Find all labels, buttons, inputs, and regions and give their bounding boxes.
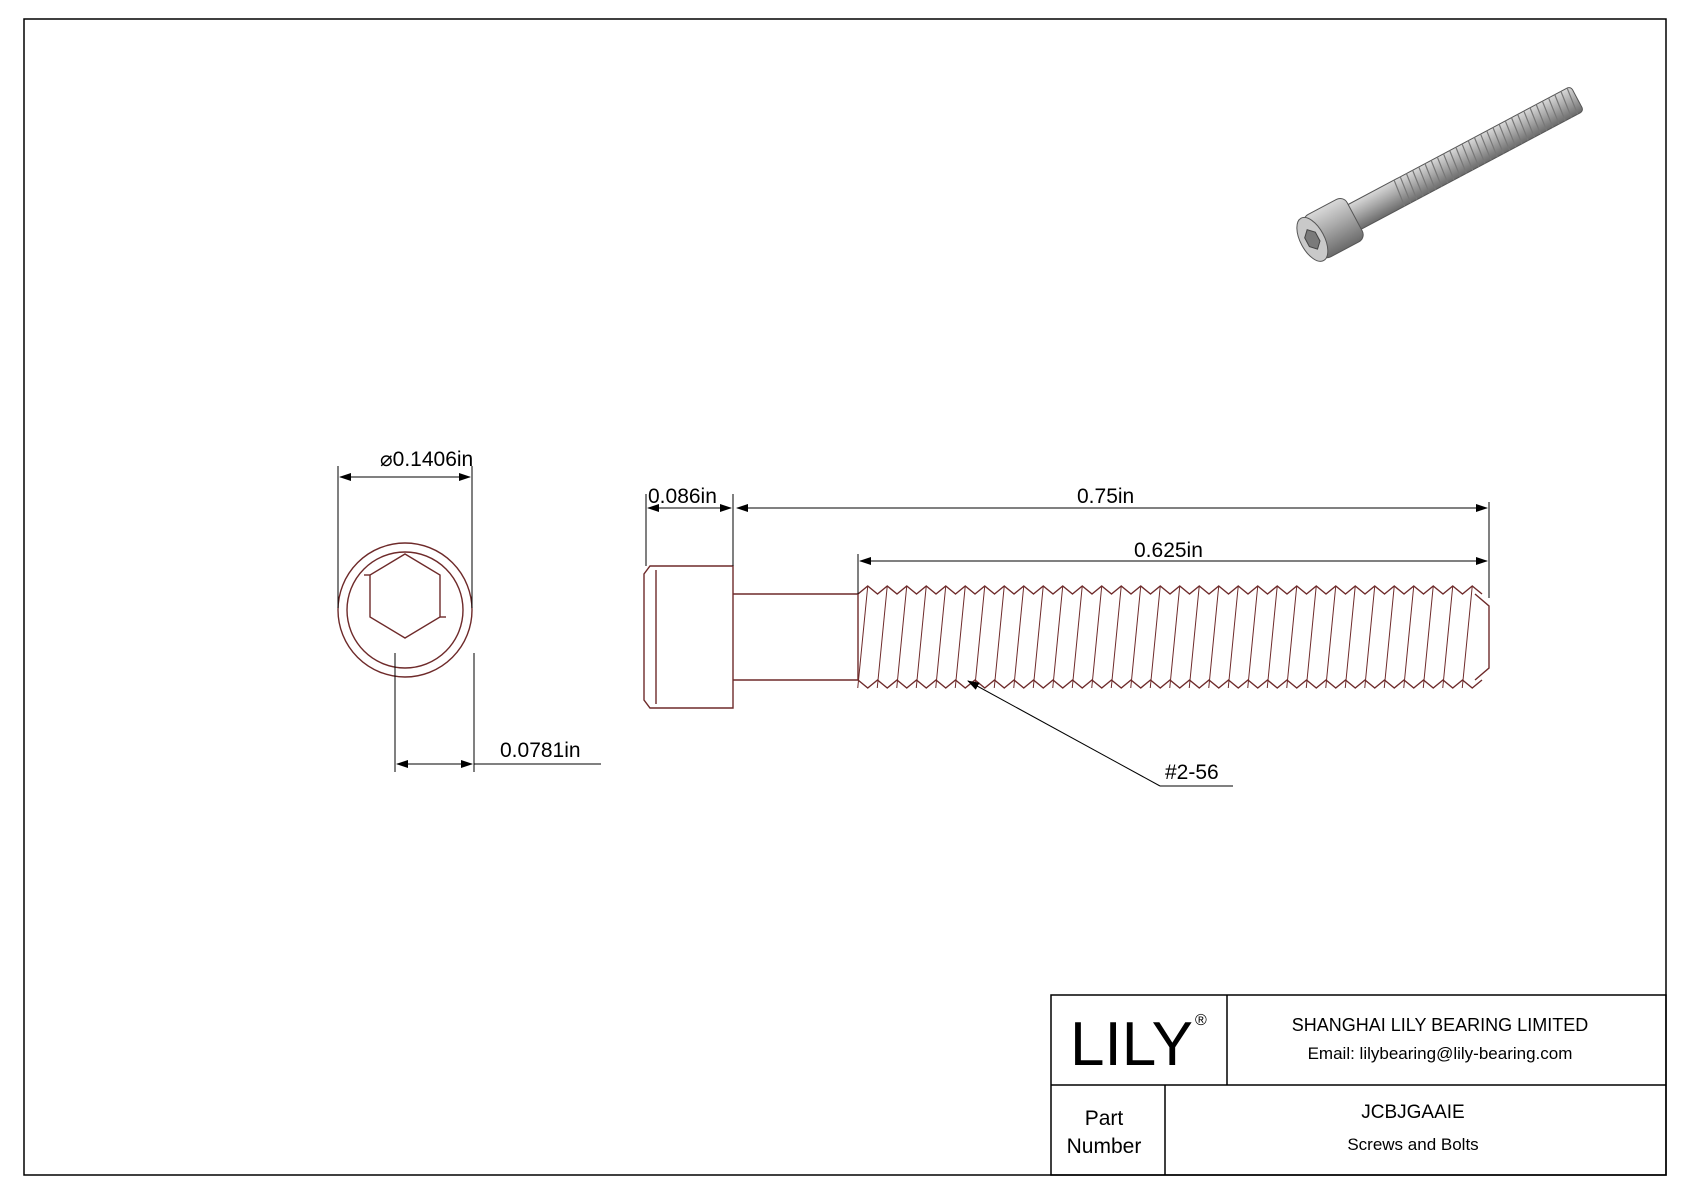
thread-length-dimension: [857, 554, 1488, 594]
bolt-end-view: [337, 542, 473, 678]
overall-length-label: 0.75in: [1077, 485, 1134, 508]
socket-size-dimension: [394, 653, 601, 772]
thread-callout-leader: [967, 680, 1233, 787]
bolt-side-view: [643, 565, 1490, 709]
part-label-line2: Number: [1067, 1135, 1142, 1158]
thread-section: [857, 585, 1490, 689]
thread-callout-label: #2-56: [1165, 761, 1219, 784]
head-diameter-dimension: [337, 466, 473, 608]
socket-size-label: 0.0781in: [500, 739, 581, 762]
part-category: Screws and Bolts: [1347, 1135, 1478, 1154]
head-height-label: 0.086in: [648, 485, 717, 508]
bolt-isometric-view: [1296, 87, 1583, 262]
drawing-border: [23, 18, 1667, 1176]
title-block: [1050, 994, 1667, 1176]
part-label-line1: Part: [1085, 1107, 1124, 1130]
lily-logo: LILY: [1070, 1010, 1193, 1079]
head-height-dimension: [645, 494, 734, 566]
part-number: JCBJGAAIE: [1361, 1102, 1464, 1123]
thread-length-label: 0.625in: [1134, 539, 1203, 562]
company-name: SHANGHAI LILY BEARING LIMITED: [1292, 1015, 1588, 1035]
overall-length-dimension: [736, 502, 1490, 598]
registered-mark: ®: [1195, 1012, 1207, 1029]
company-email: Email: lilybearing@lily-bearing.com: [1308, 1044, 1573, 1063]
head-diameter-label: ⌀0.1406in: [380, 448, 473, 471]
